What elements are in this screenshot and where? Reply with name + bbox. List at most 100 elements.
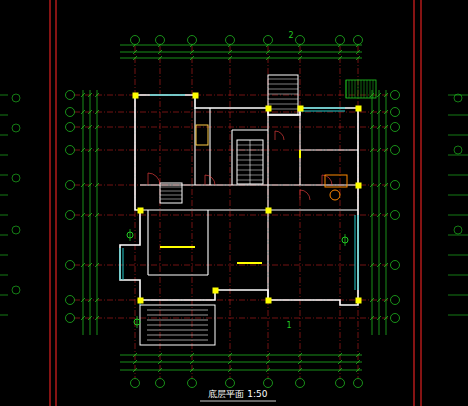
line-stroke [147,340,208,341]
rect-stroke [266,208,271,213]
line-stroke [373,80,374,98]
line-stroke [209,108,210,185]
line-stroke [95,125,99,129]
line-stroke [356,50,360,54]
path-stroke [205,175,215,185]
path-stroke [148,173,160,185]
line-stroke [448,135,468,136]
line-stroke [448,315,468,316]
line-stroke [88,213,92,217]
drawing-caption: 底层平面 1:50 [208,390,267,399]
line-stroke [88,298,92,302]
line-stroke [338,368,342,372]
rect-stroke [325,175,347,187]
circle-stroke [66,146,75,155]
circle-stroke [66,108,75,117]
circle-stroke [391,123,400,132]
line-stroke [55,0,56,406]
line-stroke [0,315,8,316]
circle-stroke [391,146,400,155]
line-stroke [158,50,162,54]
circle-stroke [391,314,400,323]
line-stroke [448,195,468,196]
rect-stroke [356,183,361,188]
circle-stroke [391,91,400,100]
line-stroke [384,110,388,114]
line-stroke [81,125,85,129]
circle-stroke [156,36,165,45]
line-stroke [300,46,301,378]
line-stroke [88,93,92,97]
circle-stroke [296,379,305,388]
line-stroke [74,318,391,319]
circle-stroke [131,36,140,45]
line-stroke [370,298,374,302]
line-stroke [148,274,208,275]
line-stroke [358,80,359,98]
circle-stroke [66,296,75,305]
circle-stroke [354,379,363,388]
line-stroke [338,56,342,60]
line-stroke [0,255,8,256]
line-stroke [349,80,350,98]
line-stroke [120,45,362,46]
line-stroke [120,248,121,280]
line-stroke [120,58,362,59]
line-stroke [300,108,345,109]
line-stroke [190,353,194,357]
rect-stroke [266,298,271,303]
path-stroke [322,175,332,185]
rect-stroke [266,106,271,111]
line-stroke [384,316,388,320]
circle-stroke [264,379,273,388]
circle-stroke [336,379,345,388]
line-stroke [160,199,182,200]
line-stroke [384,125,388,129]
line-stroke [384,298,388,302]
circle-stroke [226,36,235,45]
line-stroke [88,125,92,129]
line-stroke [266,360,270,364]
line-stroke [0,175,8,176]
line-stroke [268,89,298,90]
line-stroke [0,215,8,216]
line-stroke [299,108,300,185]
circle-stroke [336,36,345,45]
line-stroke [338,360,342,364]
rect-stroke [133,93,138,98]
circle-stroke [188,379,197,388]
line-stroke [88,263,92,267]
circle-stroke [156,379,165,388]
line-stroke [147,310,208,311]
rect-stroke [138,208,143,213]
line-stroke [0,95,8,96]
line-stroke [228,368,232,372]
line-stroke [448,175,468,176]
line-stroke [147,325,208,326]
line-stroke [370,316,374,320]
line-stroke [160,246,195,248]
line-stroke [298,368,302,372]
line-stroke [266,50,270,54]
line-stroke [448,235,468,236]
line-stroke [448,275,468,276]
line-stroke [194,108,195,185]
circle-stroke [12,94,20,102]
line-stroke [299,150,301,158]
line-stroke [88,316,92,320]
line-stroke [268,104,298,105]
line-stroke [250,140,251,184]
rect-stroke [196,125,208,145]
line-stroke [133,368,137,372]
line-stroke [120,355,362,356]
circle-stroke [66,314,75,323]
line-stroke [268,79,298,80]
line-stroke [147,335,208,336]
line-stroke [133,50,137,54]
circle-stroke [454,94,462,102]
line-stroke [228,56,232,60]
line-stroke [370,80,371,98]
line-stroke [448,295,468,296]
line-stroke [95,298,99,302]
